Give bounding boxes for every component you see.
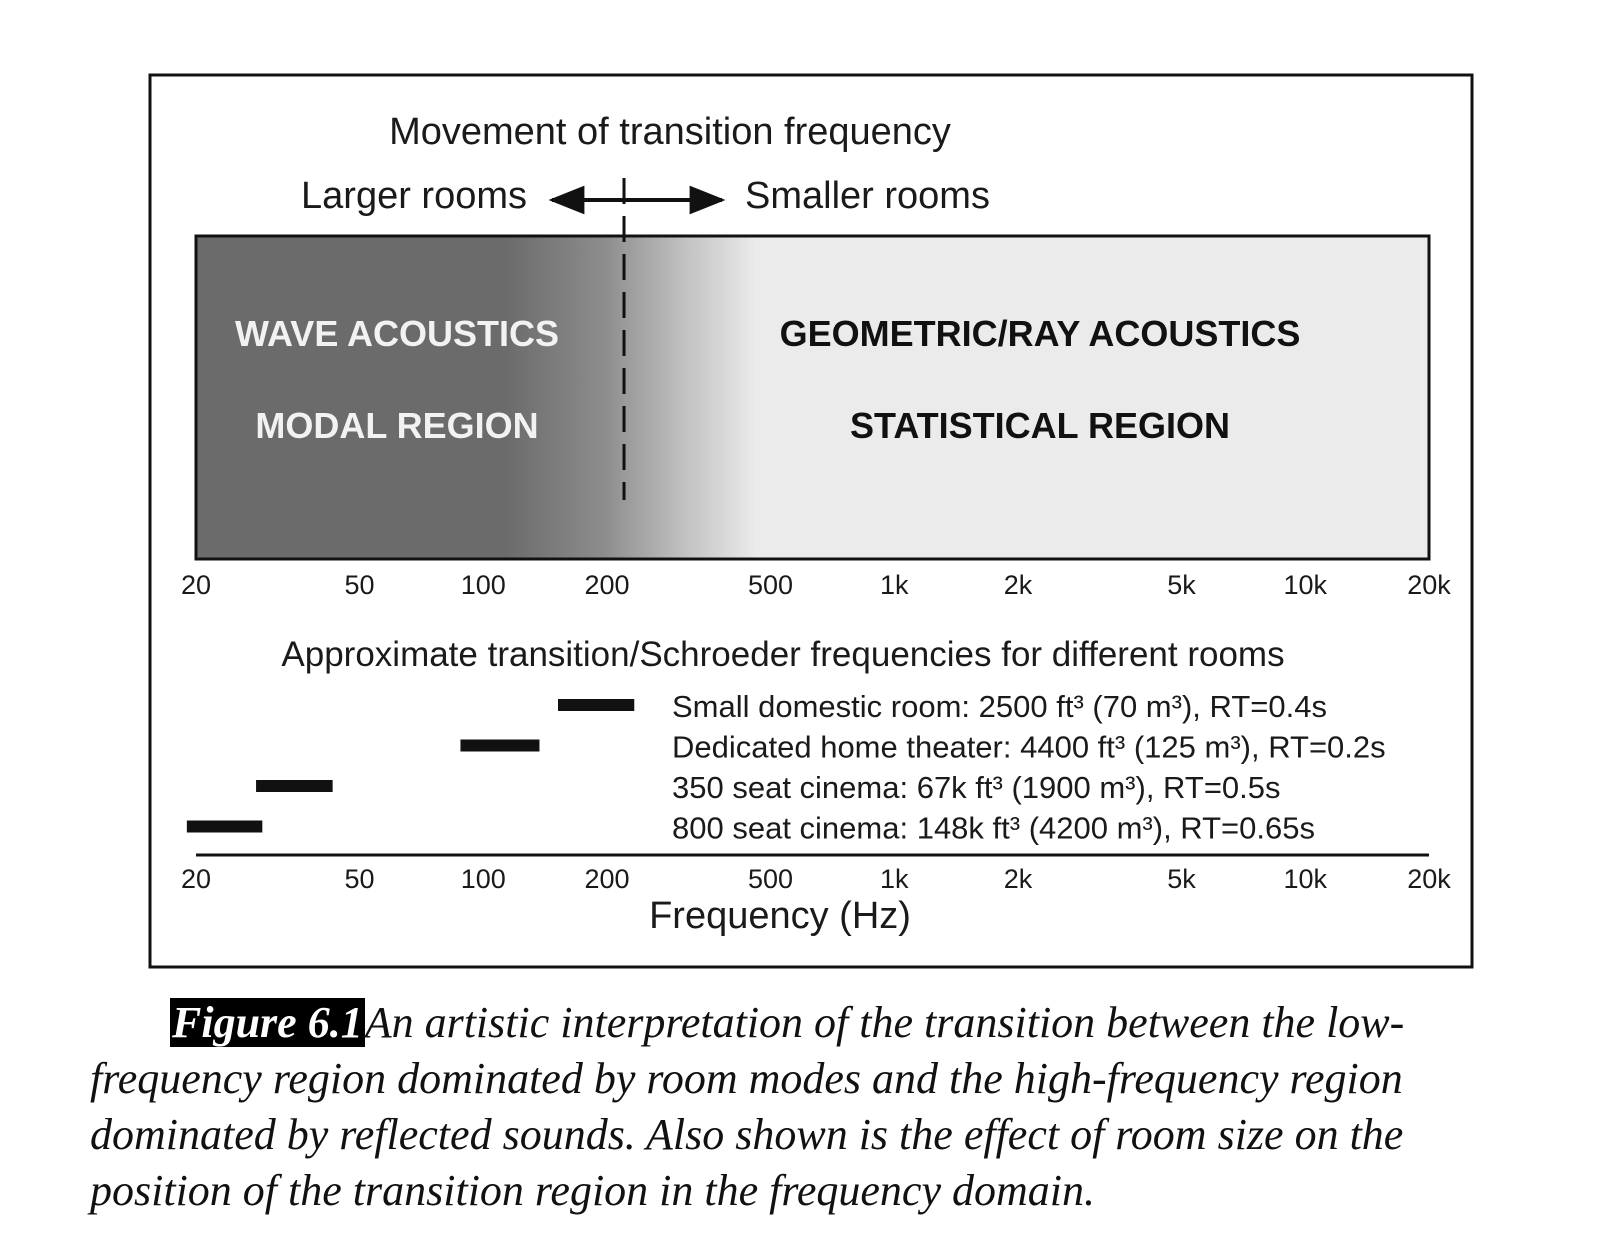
- room-bar-3: [256, 780, 333, 792]
- bottom-axis-tick-20: 20: [181, 864, 211, 894]
- room-bar-2: [460, 739, 540, 752]
- movement-title: Movement of transition frequency: [389, 111, 951, 153]
- bottom-axis-tick-20k: 20k: [1407, 864, 1451, 894]
- top-axis-tick-20: 20: [181, 570, 211, 600]
- figure-caption: Figure 6.1An artistic interpretation of …: [90, 995, 1520, 1219]
- room-legend: Small domestic room: 2500 ft³ (70 m³), R…: [672, 689, 1386, 846]
- top-axis-tick-10k: 10k: [1284, 570, 1328, 600]
- top-axis-tick-5k: 5k: [1167, 570, 1196, 600]
- room-transition-bars: [186, 699, 635, 833]
- bottom-axis-tick-1k: 1k: [880, 864, 909, 894]
- top-axis-tick-50: 50: [345, 570, 375, 600]
- bottom-axis-tick-200: 200: [584, 864, 629, 894]
- modal-region-label: MODAL REGION: [255, 405, 538, 446]
- top-axis-tick-2k: 2k: [1004, 570, 1033, 600]
- bottom-axis-tick-labels: 20 50 100 200 500 1k 2k 5k 10k 20k: [181, 864, 1451, 894]
- smaller-rooms-label: Smaller rooms: [745, 175, 990, 217]
- x-axis-label: Frequency (Hz): [649, 895, 911, 937]
- bottom-axis-tick-5k: 5k: [1167, 864, 1196, 894]
- acoustic-region-box: [194, 234, 1431, 561]
- rooms-chart-title: Approximate transition/Schroeder frequen…: [281, 635, 1284, 674]
- bottom-axis-tick-10k: 10k: [1284, 864, 1328, 894]
- top-axis-tick-500: 500: [748, 570, 793, 600]
- larger-rooms-label: Larger rooms: [301, 175, 527, 217]
- room-legend-entry-2: Dedicated home theater: 4400 ft³ (125 m³…: [672, 730, 1386, 765]
- top-axis-tick-1k: 1k: [880, 570, 909, 600]
- geometric-ray-acoustics-label: GEOMETRIC/RAY ACOUSTICS: [780, 313, 1301, 354]
- statistical-region-label: STATISTICAL REGION: [850, 405, 1230, 446]
- bottom-axis-tick-100: 100: [461, 864, 506, 894]
- top-axis-tick-200: 200: [584, 570, 629, 600]
- room-legend-entry-3: 350 seat cinema: 67k ft³ (1900 m³), RT=0…: [672, 770, 1281, 805]
- room-legend-entry-1: Small domestic room: 2500 ft³ (70 m³), R…: [672, 689, 1327, 724]
- bottom-axis-tick-2k: 2k: [1004, 864, 1033, 894]
- bottom-axis-tick-50: 50: [345, 864, 375, 894]
- top-axis-tick-labels: 20 50 100 200 500 1k 2k 5k 10k 20k: [181, 570, 1451, 600]
- room-bar-4: [186, 820, 263, 833]
- top-axis-tick-20k: 20k: [1407, 570, 1451, 600]
- bottom-axis-tick-500: 500: [748, 864, 793, 894]
- top-axis-tick-100: 100: [461, 570, 506, 600]
- figure-caption-text: An artistic interpretation of the transi…: [90, 998, 1405, 1215]
- figure-number-label: Figure 6.1: [170, 998, 365, 1047]
- room-legend-entry-4: 800 seat cinema: 148k ft³ (4200 m³), RT=…: [672, 811, 1315, 846]
- wave-acoustics-label: WAVE ACOUSTICS: [235, 313, 559, 354]
- room-bar-1: [558, 699, 635, 711]
